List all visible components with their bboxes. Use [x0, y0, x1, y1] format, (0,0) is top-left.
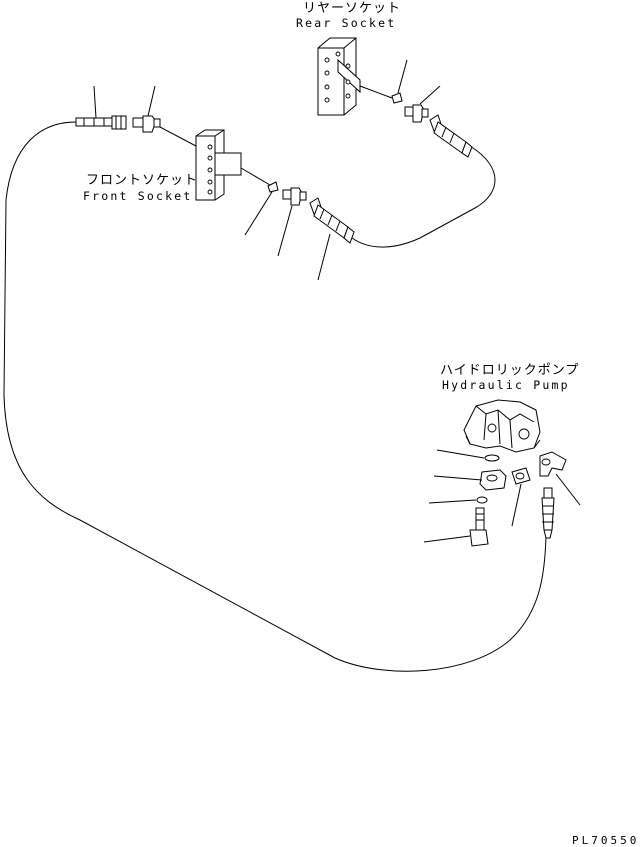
o-ring: [484, 454, 500, 462]
leader-line: [436, 449, 485, 459]
leader-line: [555, 473, 581, 506]
leader-line: [277, 205, 293, 257]
hose-line: [359, 85, 393, 99]
front-socket-label-jp: フロントソケット: [86, 173, 198, 188]
hydraulic-pump-label-jp: ハイドロリックポンプ: [440, 363, 579, 378]
leader-line: [317, 233, 331, 281]
front-quick-coupler: [309, 197, 355, 244]
leader-line: [428, 499, 477, 504]
hose-line: [240, 167, 271, 186]
pump-elbow: [539, 451, 567, 477]
front-adapter: [282, 187, 307, 206]
leader-line: [423, 535, 471, 543]
leader-line: [93, 85, 97, 119]
pump-hose-end: [541, 487, 555, 539]
leader-line: [511, 483, 522, 527]
flange-block: [479, 469, 507, 491]
main-hose-line: [3, 121, 547, 672]
leader-line: [433, 475, 483, 481]
elbow-fitting-lower: [469, 507, 489, 547]
rear-adapter: [404, 104, 429, 123]
rear-socket-block: [317, 37, 361, 116]
leader-line: [419, 85, 441, 105]
front-socket-label-en: Front Socket: [83, 189, 192, 203]
leader-line: [397, 59, 408, 94]
rear-quick-coupler: [429, 114, 473, 158]
leader-line: [244, 191, 273, 236]
front-cap: [267, 181, 279, 193]
rear-socket-label-en: Rear Socket: [296, 16, 396, 30]
leader-line: [147, 85, 156, 117]
hydraulic-pump-label-en: Hydraulic Pump: [442, 378, 570, 392]
hydraulic-pump-body: [463, 399, 541, 453]
connecting-hose: [351, 145, 496, 248]
top-left-adapter: [132, 115, 161, 133]
pump-adapter: [511, 467, 531, 485]
drawing-code: PL70550: [572, 834, 639, 847]
rear-cap: [391, 92, 403, 104]
top-left-hose-fitting: [75, 115, 127, 130]
washer: [476, 496, 488, 504]
rear-socket-label-jp: リヤーソケット: [303, 1, 401, 16]
front-socket-block: [195, 129, 242, 201]
